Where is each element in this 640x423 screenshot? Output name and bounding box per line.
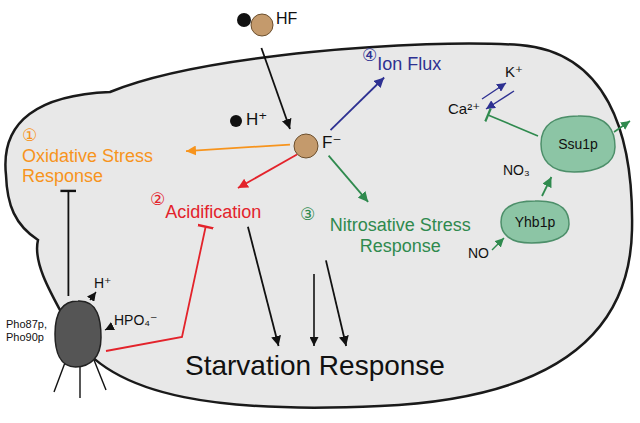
fluoride-node: F⁻ [294, 133, 341, 153]
proton-label: H⁺ [246, 110, 267, 130]
protein-shape [54, 300, 102, 368]
protein-outline [541, 116, 615, 172]
inhibition-line [106, 227, 206, 351]
node-text: H⁺ [246, 110, 267, 130]
node-text: Pho87p, Pho90p [6, 318, 50, 343]
callout-number: ② [150, 190, 165, 210]
node-text: Acidification [165, 202, 261, 223]
node-text: HF [276, 2, 297, 28]
acidification-box: ②Acidification [150, 190, 261, 223]
cell-outline [5, 43, 632, 407]
starvation-arrow [313, 274, 315, 346]
pho-transporter: Pho87p, Pho90p [54, 300, 102, 368]
callout-number: ④ [362, 46, 377, 66]
molecule-label: NO [468, 246, 489, 261]
protein-outline [501, 201, 569, 243]
hf-molecule: HF [232, 2, 297, 44]
ion-flux-box: ④Ion Flux [362, 46, 441, 75]
oxidative-stress-box: ①Oxidative Stress Response [22, 126, 182, 187]
yhb1p-protein: Yhb1p [500, 200, 570, 244]
arrow-connector [238, 155, 297, 189]
calcium-influx-arrow [486, 91, 514, 109]
protein-outline [55, 301, 101, 367]
node-text: Oxidative Stress Response [22, 146, 182, 187]
callout-number: ① [22, 126, 37, 146]
hydrogen-atom [237, 13, 251, 27]
arrow-connector [186, 145, 290, 152]
callout-number: ③ [300, 205, 315, 225]
arrow-connector [330, 77, 384, 130]
proton-export-arrow [90, 292, 96, 300]
nitrosative-stress-box: ③Nitrosative Stress Response [300, 205, 485, 256]
node-text: Ion Flux [377, 54, 441, 75]
node-text: Nitrosative Stress Response [315, 215, 485, 256]
node-text: Ssu1p [558, 136, 598, 152]
node-text: Yhb1p [515, 214, 555, 230]
ion-label: K⁺ [505, 64, 523, 81]
ion-label: Ca²⁺ [448, 101, 480, 118]
node-text: Starvation Response [185, 350, 445, 382]
arrow-connector [542, 177, 551, 196]
fluoride-ion [294, 134, 318, 158]
no-import-arrow [492, 238, 504, 250]
fluorine-atom [251, 14, 273, 36]
calcium-inhibition [488, 115, 538, 136]
inhibition-line [68, 191, 70, 296]
ion-label: H⁺ [94, 276, 112, 291]
ion-label: HPO₄⁻ [114, 313, 157, 328]
arrow-connector [248, 227, 279, 346]
arrow-connector [326, 260, 346, 346]
nitrate-export-arrow [614, 121, 630, 132]
starvation-response-box: Starvation Response [185, 350, 445, 382]
proton-dot [230, 115, 242, 127]
node-text: F⁻ [322, 133, 341, 153]
potassium-efflux-arrow [482, 83, 506, 99]
arrow-connector [329, 156, 369, 202]
ion-label: NO₃ [503, 163, 530, 178]
ssu1p-protein: Ssu1p [540, 115, 616, 173]
phosphate-import-arrow [105, 327, 111, 330]
